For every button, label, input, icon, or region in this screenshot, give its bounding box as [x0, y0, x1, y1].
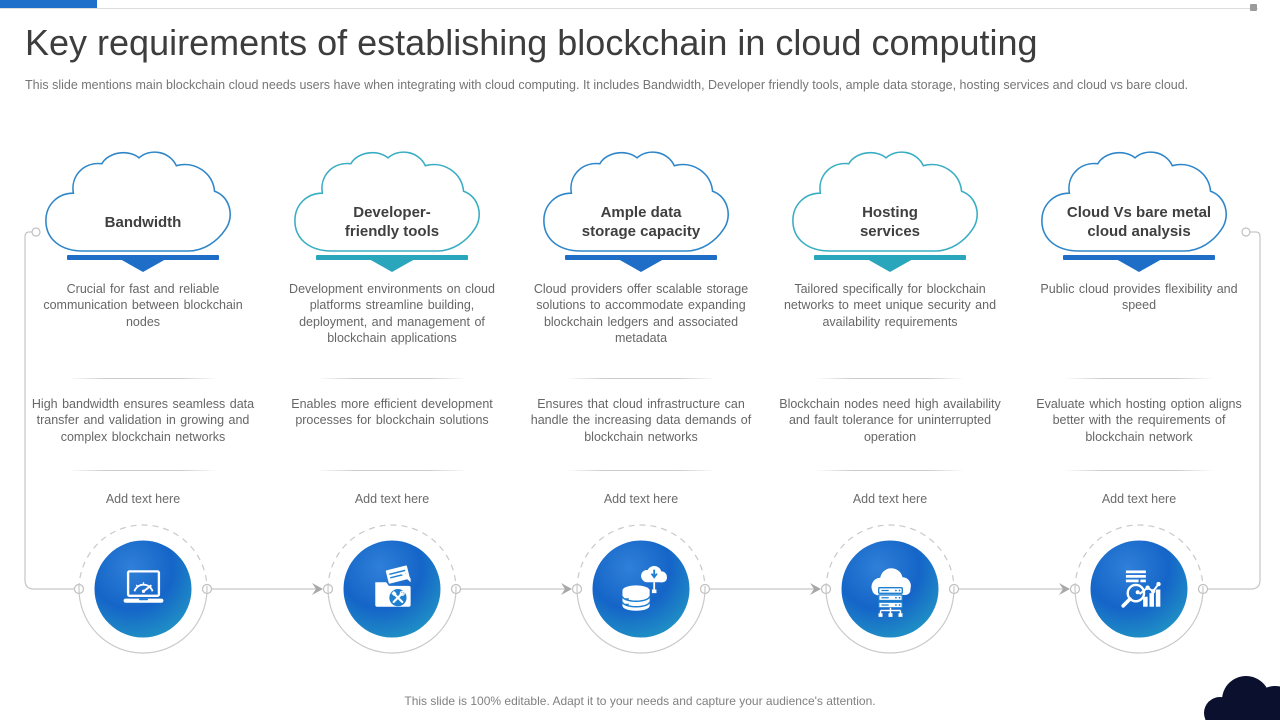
requirement-column-data-storage: Ample data storage capacity Cloud provid… — [526, 150, 756, 670]
divider — [566, 470, 716, 471]
accent-underline — [67, 255, 219, 272]
add-text-placeholder[interactable]: Add text here — [1101, 492, 1177, 506]
add-text-placeholder[interactable]: Add text here — [603, 492, 679, 506]
accent-underline — [814, 255, 966, 272]
icon-medallion — [1073, 523, 1205, 655]
top-accent-bar — [0, 0, 97, 9]
column-description: Cloud providers offer scalable storage s… — [533, 282, 749, 345]
column-description: Development environments on cloud platfo… — [289, 282, 495, 345]
cloud-shape: Ample data storage capacity — [538, 150, 744, 264]
divider — [317, 378, 467, 379]
page-subtitle: This slide mentions main blockchain clou… — [25, 78, 1189, 92]
divider — [317, 470, 467, 471]
accent-underline — [316, 255, 468, 272]
divider — [68, 378, 218, 379]
add-text-placeholder[interactable]: Add text here — [852, 492, 928, 506]
add-text-placeholder[interactable]: Add text here — [105, 492, 181, 506]
divider — [566, 378, 716, 379]
accent-underline — [1063, 255, 1215, 272]
icon-medallion — [326, 523, 458, 655]
cloud-shape: Hosting services — [787, 150, 993, 264]
top-divider-endcap — [1250, 4, 1257, 11]
icon-medallion — [77, 523, 209, 655]
column-description: Public cloud provides flexibility and sp… — [1040, 282, 1238, 313]
accent-underline — [565, 255, 717, 272]
add-text-placeholder[interactable]: Add text here — [354, 492, 430, 506]
column-detail: High bandwidth ensures seamless data tra… — [31, 397, 255, 444]
cloud-server-icon — [841, 540, 939, 638]
requirement-column-developer-tools: Developer- friendly tools Development en… — [277, 150, 507, 670]
magnifier-analytics-icon — [1090, 540, 1188, 638]
footer-note: This slide is 100% editable. Adapt it to… — [404, 694, 876, 708]
requirement-column-hosting: Hosting services Tailored specifically f… — [775, 150, 1005, 670]
requirement-column-bandwidth: Bandwidth Crucial for fast and reliable … — [28, 150, 258, 670]
icon-medallion — [575, 523, 707, 655]
folder-tools-icon — [343, 540, 441, 638]
divider — [815, 470, 965, 471]
cloud-shape: Developer- friendly tools — [289, 150, 495, 264]
divider — [815, 378, 965, 379]
divider — [1064, 378, 1214, 379]
divider — [68, 470, 218, 471]
icon-medallion — [824, 523, 956, 655]
cloud-shape: Cloud Vs bare metal cloud analysis — [1036, 150, 1242, 264]
cloud-shape: Bandwidth — [40, 150, 246, 264]
database-cloud-icon — [592, 540, 690, 638]
column-detail: Blockchain nodes need high availability … — [779, 397, 1001, 444]
requirement-column-cloud-analysis: Cloud Vs bare metal cloud analysis Publi… — [1024, 150, 1254, 670]
column-title: Bandwidth — [104, 213, 182, 231]
column-title: Ample data storage capacity — [581, 204, 701, 240]
top-divider-line — [0, 8, 1258, 9]
column-detail: Ensures that cloud infrastructure can ha… — [530, 397, 752, 444]
column-detail: Enables more efficient development proce… — [291, 397, 493, 428]
divider — [1064, 470, 1214, 471]
column-title: Hosting services — [859, 204, 921, 240]
laptop-speedometer-icon — [94, 540, 192, 638]
column-title: Developer- friendly tools — [344, 204, 440, 240]
corner-cloud-decoration — [1180, 668, 1280, 720]
column-description: Crucial for fast and reliable communicat… — [43, 282, 243, 329]
page-title: Key requirements of establishing blockch… — [25, 22, 1038, 63]
column-detail: Evaluate which hosting option aligns bet… — [1036, 397, 1242, 444]
column-title: Cloud Vs bare metal cloud analysis — [1066, 204, 1212, 240]
column-description: Tailored specifically for blockchain net… — [783, 282, 997, 329]
